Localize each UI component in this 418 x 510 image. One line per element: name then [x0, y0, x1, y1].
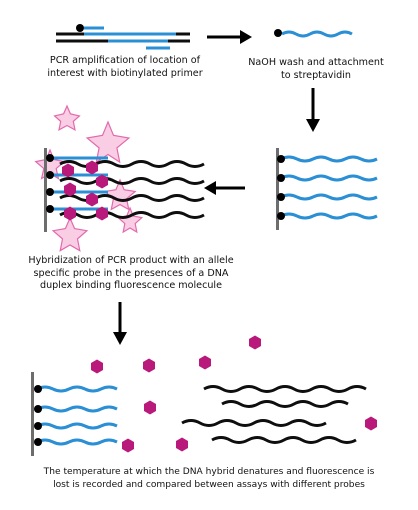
- blue-ssdna-wave: [280, 174, 378, 182]
- black-dna-wave: [59, 177, 205, 185]
- arrow-right: [207, 30, 252, 44]
- black-dna-wave: [181, 419, 327, 427]
- caption-line: interest with biotinylated primer: [47, 67, 203, 79]
- fluorescent-dye: [64, 206, 76, 221]
- glow-star: [85, 120, 131, 164]
- fluorescence-glow: [34, 104, 144, 252]
- arrow-down: [306, 88, 320, 132]
- fluorescent-dye: [365, 416, 377, 431]
- fluorescent-dye: [86, 192, 98, 207]
- step3-caption: Hybridization of PCR product with an all…: [2, 255, 260, 293]
- step4-caption: The temperature at which the DNA hybrid …: [4, 466, 414, 491]
- black-dna-wave: [221, 400, 349, 408]
- fluorescent-dye: [91, 359, 103, 374]
- black-dna-wave: [203, 385, 367, 393]
- caption-line: specific probe in the presences of a DNA: [33, 267, 229, 279]
- fluorescent-dye: [64, 182, 76, 197]
- biotin-marker: [46, 205, 54, 213]
- fluorescent-dye: [96, 174, 108, 189]
- step1-caption: PCR amplification of location of interes…: [20, 55, 230, 80]
- ssdna-biotinylated: [274, 29, 353, 38]
- blue-ssdna-wave: [36, 385, 118, 393]
- biotin-marker: [46, 188, 54, 196]
- released-strands: [181, 385, 367, 444]
- caption-line: to streptavidin: [281, 69, 351, 81]
- blue-probe-strands: [50, 156, 108, 211]
- blue-ssdna-wave: [281, 30, 353, 38]
- fluorescent-dye: [62, 163, 74, 178]
- caption-line: Hybridization of PCR product with an all…: [28, 255, 234, 266]
- surface-bar: [44, 148, 47, 232]
- biotin-marker: [277, 193, 285, 201]
- biotin-marker: [34, 438, 42, 446]
- blue-ssdna-strands: [36, 385, 118, 446]
- biotin-marker: [34, 385, 42, 393]
- caption-line: NaOH wash and attachment: [248, 57, 384, 68]
- fluorescent-dye: [144, 400, 156, 415]
- biotin-marker: [46, 171, 54, 179]
- biotin-marker: [277, 155, 285, 163]
- caption-line: PCR amplification of location of: [49, 55, 201, 66]
- blue-ssdna-wave: [280, 193, 378, 201]
- fluorescent-dye: [249, 335, 261, 350]
- biotin-marker: [277, 174, 285, 182]
- biotin-marker: [34, 422, 42, 430]
- step2-caption: NaOH wash and attachment to streptavidin: [228, 57, 404, 82]
- fluorescent-dye: [176, 437, 188, 452]
- glow-star: [51, 216, 89, 252]
- long-dna-strands: [59, 160, 205, 219]
- released-dyes: [91, 335, 377, 453]
- black-dna-wave: [59, 160, 205, 168]
- glow-star: [53, 104, 81, 132]
- fluorescent-dye: [143, 358, 155, 373]
- fluorescent-dye: [122, 438, 134, 453]
- black-dna-wave: [59, 194, 205, 202]
- caption-line: duplex binding fluorescence molecule: [39, 280, 222, 291]
- arrow-left: [204, 181, 245, 195]
- fluorescent-dye: [86, 160, 98, 175]
- arrow-down: [113, 302, 127, 345]
- denatured-strands: [31, 335, 377, 456]
- hybridized-strands: [34, 104, 205, 252]
- black-dna-wave: [59, 211, 205, 219]
- black-dna-wave: [211, 436, 357, 444]
- blue-ssdna-wave: [280, 212, 378, 220]
- blue-ssdna-wave: [36, 422, 118, 430]
- fluorescent-dye: [199, 355, 211, 370]
- biotin-marker: [46, 154, 54, 162]
- biotin-markers: [34, 385, 42, 446]
- biotin-marker: [34, 405, 42, 413]
- blue-ssdna-wave: [36, 438, 118, 446]
- caption-line: lost is recorded and compared between as…: [53, 479, 365, 490]
- fluorescent-dye: [96, 206, 108, 221]
- pcr-duplex: [56, 24, 190, 50]
- glow-star: [103, 178, 137, 211]
- blue-ssdna-wave: [36, 405, 118, 413]
- biotin-marker: [76, 24, 84, 32]
- biotin-marker: [274, 29, 282, 37]
- fluorescent-dyes: [62, 160, 108, 221]
- bound-strands: [276, 148, 378, 230]
- biotin-markers: [46, 154, 54, 213]
- surface-bar: [31, 372, 34, 456]
- caption-line: The temperature at which the DNA hybrid …: [43, 467, 375, 477]
- blue-ssdna-wave: [280, 155, 378, 163]
- biotin-marker: [277, 212, 285, 220]
- surface-bar: [276, 148, 279, 230]
